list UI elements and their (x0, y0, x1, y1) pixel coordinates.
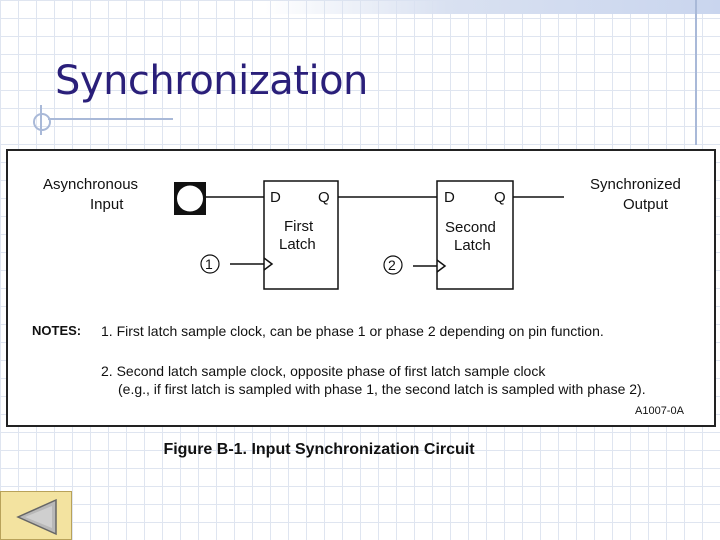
async-input-label-line2: Input (90, 196, 124, 213)
back-button[interactable] (0, 491, 72, 540)
clock1-number: 1 (205, 256, 213, 272)
crosshair-line (40, 105, 42, 135)
notes-label: NOTES: (32, 323, 82, 338)
slide-title: Synchronization (55, 58, 368, 104)
latch1-clock-marker (263, 257, 274, 271)
input-pad-circle (177, 185, 203, 212)
note-2-line2: (e.g., if first latch is sampled with ph… (118, 381, 646, 397)
circuit-diagram: Asynchronous Input D Q First Latch 1 D Q… (43, 176, 681, 290)
clock1-circle (200, 254, 220, 274)
async-input-label-line1: Asynchronous (43, 176, 138, 193)
figure-caption: Figure B-1. Input Synchronization Circui… (163, 441, 475, 458)
crosshair-circle-icon (33, 113, 51, 131)
note-1: 1. First latch sample clock, can be phas… (101, 323, 604, 339)
top-gradient-band (265, 0, 720, 14)
second-latch-box (436, 180, 514, 290)
latch1-d-pin: D (270, 189, 281, 206)
latch2-q-pin: Q (494, 189, 506, 206)
first-latch-box (263, 180, 339, 290)
latch1-name-line2: Latch (279, 236, 316, 253)
latch1-name-line1: First (284, 218, 314, 235)
clock2-circle (383, 255, 403, 275)
figure-id: A1007-0A (635, 405, 684, 417)
left-triangle-icon (16, 498, 57, 536)
latch2-name-line2: Latch (454, 237, 491, 254)
sync-output-label-line1: Synchronized (590, 176, 681, 193)
circuit-figure: Asynchronous Input D Q First Latch 1 D Q… (6, 149, 716, 427)
latch2-d-pin: D (444, 189, 455, 206)
clock2-number: 2 (388, 257, 396, 273)
latch2-name-line1: Second (445, 219, 496, 236)
sync-output-label-line2: Output (623, 196, 669, 213)
vertical-accent-rule (695, 0, 697, 145)
latch2-clock-marker (436, 259, 447, 273)
latch1-q-pin: Q (318, 189, 330, 206)
title-underline (48, 118, 173, 120)
note-2-line1: 2. Second latch sample clock, opposite p… (101, 363, 546, 379)
